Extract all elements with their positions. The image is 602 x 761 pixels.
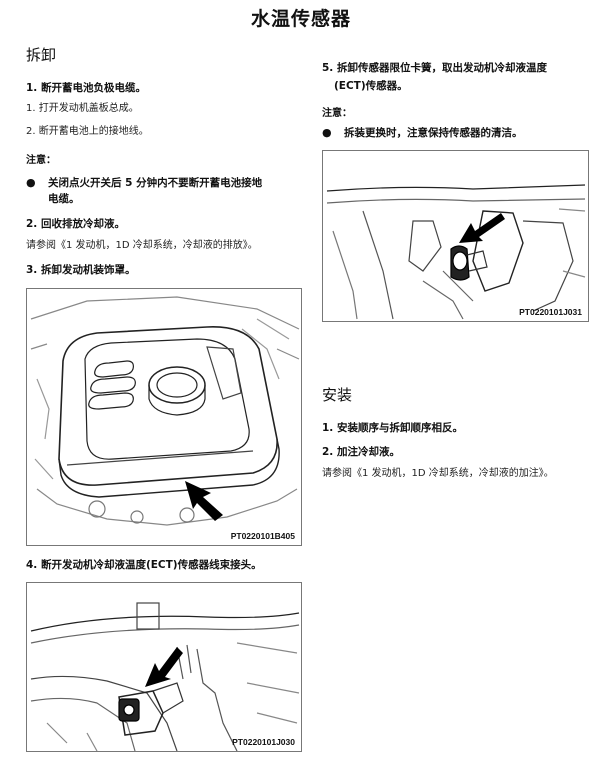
- figure-code: PT0220101B405: [230, 531, 295, 541]
- figure-code: PT0220101J030: [232, 737, 295, 747]
- install-step-1: 1. 安装顺序与拆卸顺序相反。: [322, 422, 463, 434]
- ect-connector-illustration: [30, 602, 300, 751]
- figure-engine-cover: PT0220101B405: [26, 288, 302, 546]
- indicator-arrow-icon: [145, 647, 183, 687]
- figure-code: PT0220101J031: [519, 307, 582, 317]
- removal-note-2-bullet: ● 拆装更换时，注意保持传感器的清洁。: [322, 125, 592, 141]
- bullet-line-2: 电缆。: [48, 193, 80, 205]
- bullet-2-text: 拆装更换时，注意保持传感器的清洁。: [344, 127, 523, 139]
- ect-sensor-illustration: [326, 184, 586, 320]
- removal-step-1: 1. 断开蓄电池负极电缆。: [26, 82, 146, 94]
- removal-step-3: 3. 拆卸发动机装饰罩。: [26, 264, 136, 276]
- removal-note-label: 注意：: [26, 155, 56, 166]
- removal-step-2-reference: 请参阅《1 发动机，1D 冷却系统，冷却液的排放》。: [26, 240, 258, 251]
- page-title: 水温传感器: [250, 8, 351, 30]
- removal-note-2-label: 注意：: [322, 108, 352, 119]
- removal-step-5-line-1: 5. 拆卸传感器限位卡簧，取出发动机冷却液温度: [322, 62, 547, 74]
- removal-step-2: 2. 回收排放冷却液。: [26, 218, 125, 230]
- removal-step-5-line-2: (ECT)传感器。: [334, 80, 408, 92]
- removal-note-bullet: ● 关闭点火开关后 5 分钟内不要断开蓄电池接地 电缆。: [26, 175, 316, 209]
- engine-cover-illustration: [30, 296, 300, 526]
- removal-heading: 拆卸: [26, 46, 57, 64]
- indicator-arrow-icon: [185, 481, 223, 521]
- bullet-dot-icon: ●: [322, 126, 332, 139]
- indicator-arrow-icon: [459, 213, 505, 243]
- removal-step-1-sub-1: 1. 打开发动机盖板总成。: [26, 103, 139, 114]
- figure-ect-sensor: PT0220101J031: [322, 150, 589, 322]
- install-heading: 安装: [322, 386, 353, 404]
- bullet-dot-icon: ●: [26, 176, 36, 189]
- removal-step-1-sub-2: 2. 断开蓄电池上的接地线。: [26, 126, 149, 137]
- figure-ect-connector: PT0220101J030: [26, 582, 302, 752]
- removal-step-4: 4. 断开发动机冷却液温度(ECT)传感器线束接头。: [26, 559, 262, 571]
- install-step-2-reference: 请参阅《1 发动机，1D 冷却系统，冷却液的加注》。: [322, 468, 554, 479]
- install-step-2: 2. 加注冷却液。: [322, 446, 400, 458]
- bullet-line-1: 关闭点火开关后 5 分钟内不要断开蓄电池接地: [48, 177, 263, 189]
